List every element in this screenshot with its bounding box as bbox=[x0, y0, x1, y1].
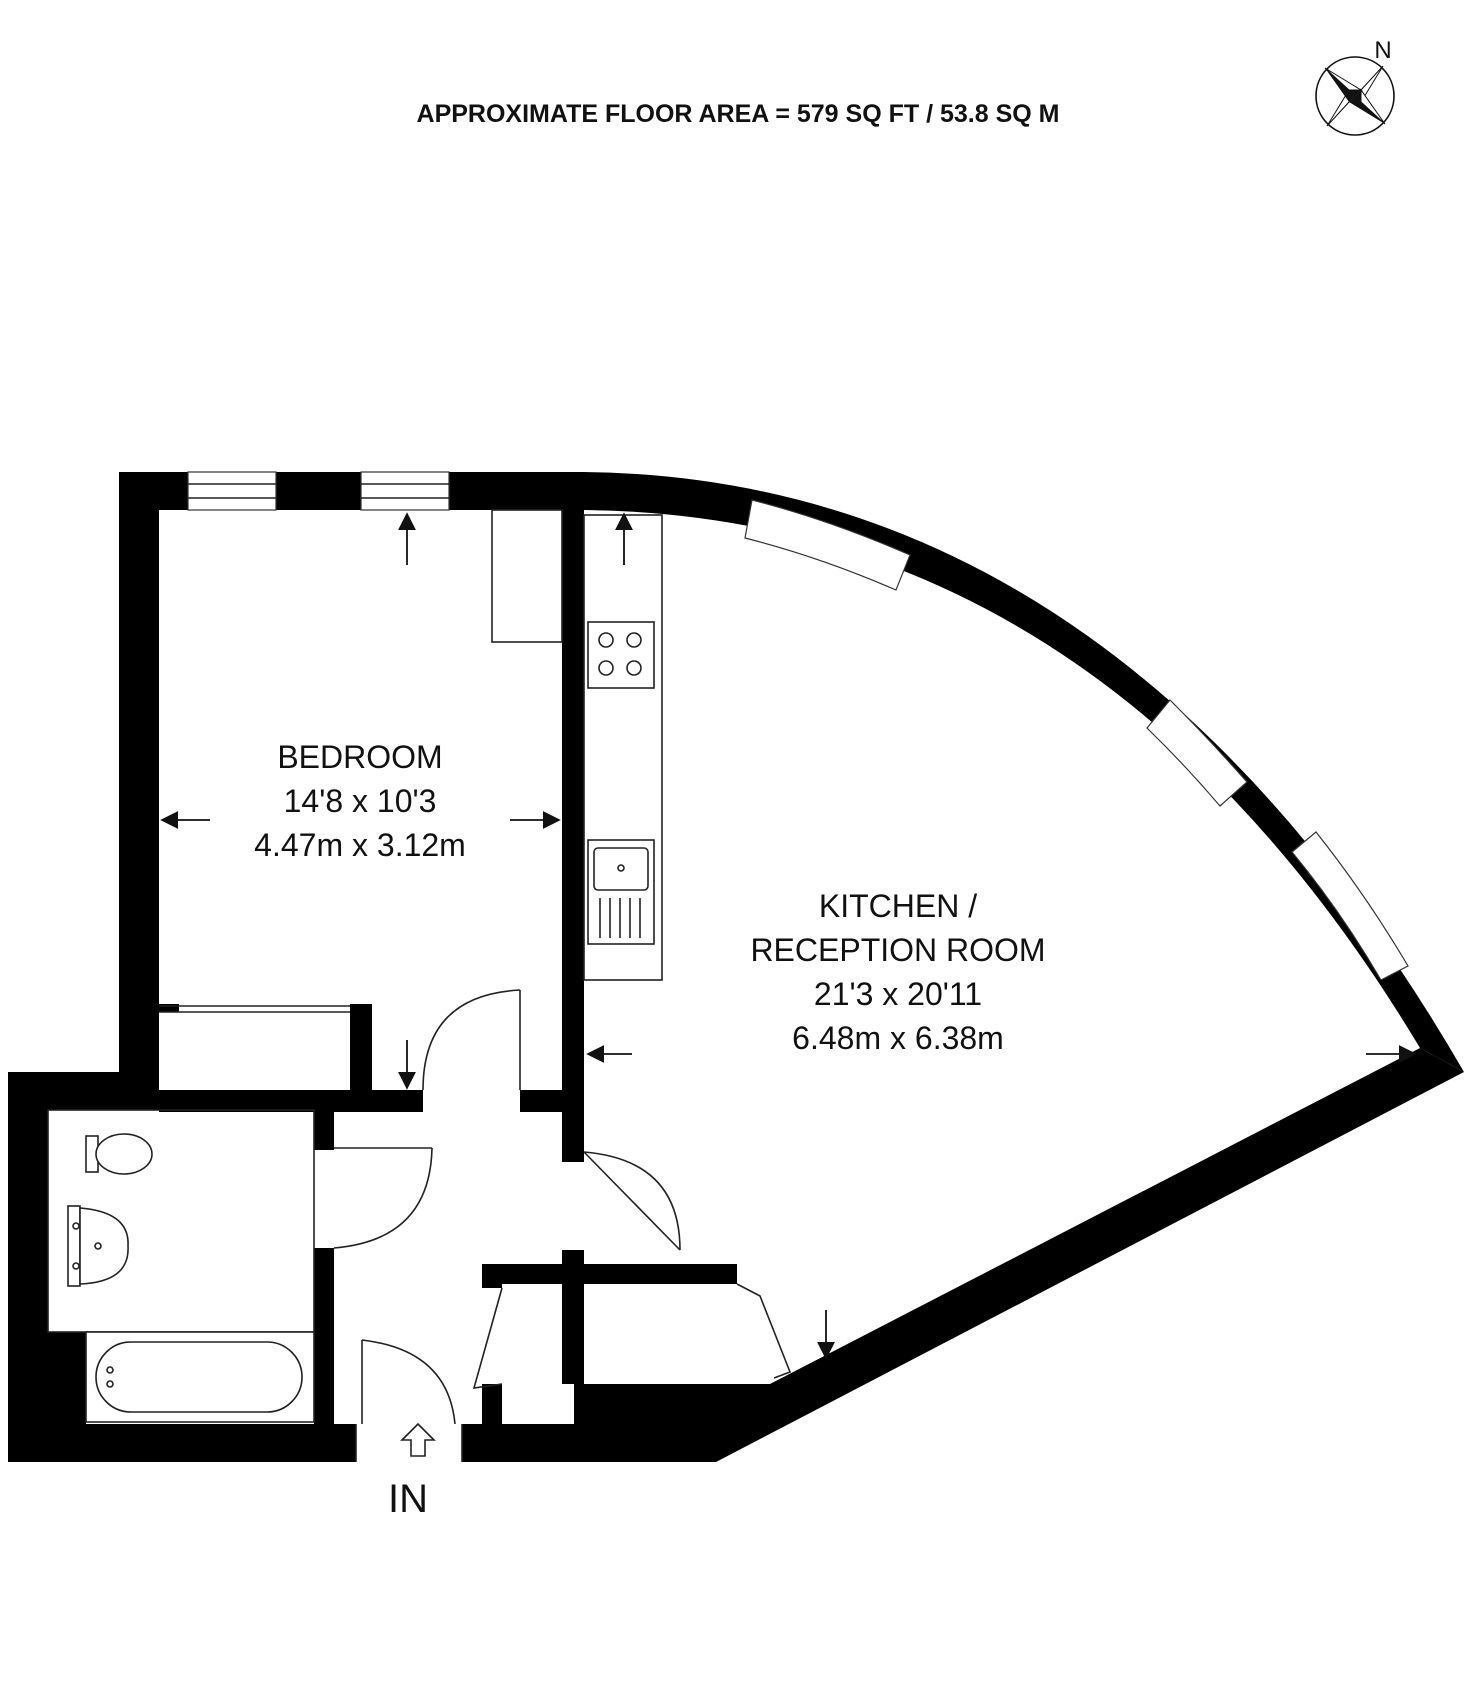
sink-icon bbox=[587, 839, 655, 945]
bedroom-label: BEDROOM 14'8 x 10'3 4.47m x 3.12m bbox=[254, 739, 466, 863]
bath-icon bbox=[85, 1331, 315, 1423]
compass-rose-icon: N bbox=[1315, 37, 1395, 136]
kitchen-metric: 6.48m x 6.38m bbox=[792, 1020, 1004, 1056]
dimension-arrows bbox=[160, 512, 1417, 1360]
interior-walls bbox=[159, 472, 737, 1424]
windows bbox=[187, 471, 1409, 981]
hob-icon bbox=[587, 621, 655, 689]
compass-north-label: N bbox=[1374, 37, 1391, 64]
kitchen-label: KITCHEN / RECEPTION ROOM 21'3 x 20'11 6.… bbox=[750, 888, 1045, 1056]
entrance-label: IN bbox=[388, 1477, 428, 1521]
kitchen-imperial: 21'3 x 20'11 bbox=[814, 976, 982, 1012]
exterior-walls bbox=[8, 472, 1464, 1462]
basin-icon bbox=[67, 1205, 129, 1287]
doors bbox=[333, 989, 792, 1462]
bedroom-name: BEDROOM bbox=[277, 739, 442, 775]
kitchen-counter bbox=[583, 514, 663, 981]
kitchen-name-line1: KITCHEN / bbox=[819, 888, 977, 924]
bedroom-metric: 4.47m x 3.12m bbox=[254, 827, 466, 863]
toilet-icon bbox=[85, 1133, 153, 1175]
kitchen-name-line2: RECEPTION ROOM bbox=[750, 932, 1045, 968]
bedroom-cupboard bbox=[159, 509, 563, 1013]
bathroom-fixtures bbox=[47, 1109, 315, 1423]
bedroom-imperial: 14'8 x 10'3 bbox=[284, 783, 437, 819]
entrance-arrow-icon bbox=[400, 1422, 436, 1457]
floor-area-title: APPROXIMATE FLOOR AREA = 579 SQ FT / 53.… bbox=[417, 100, 1060, 128]
